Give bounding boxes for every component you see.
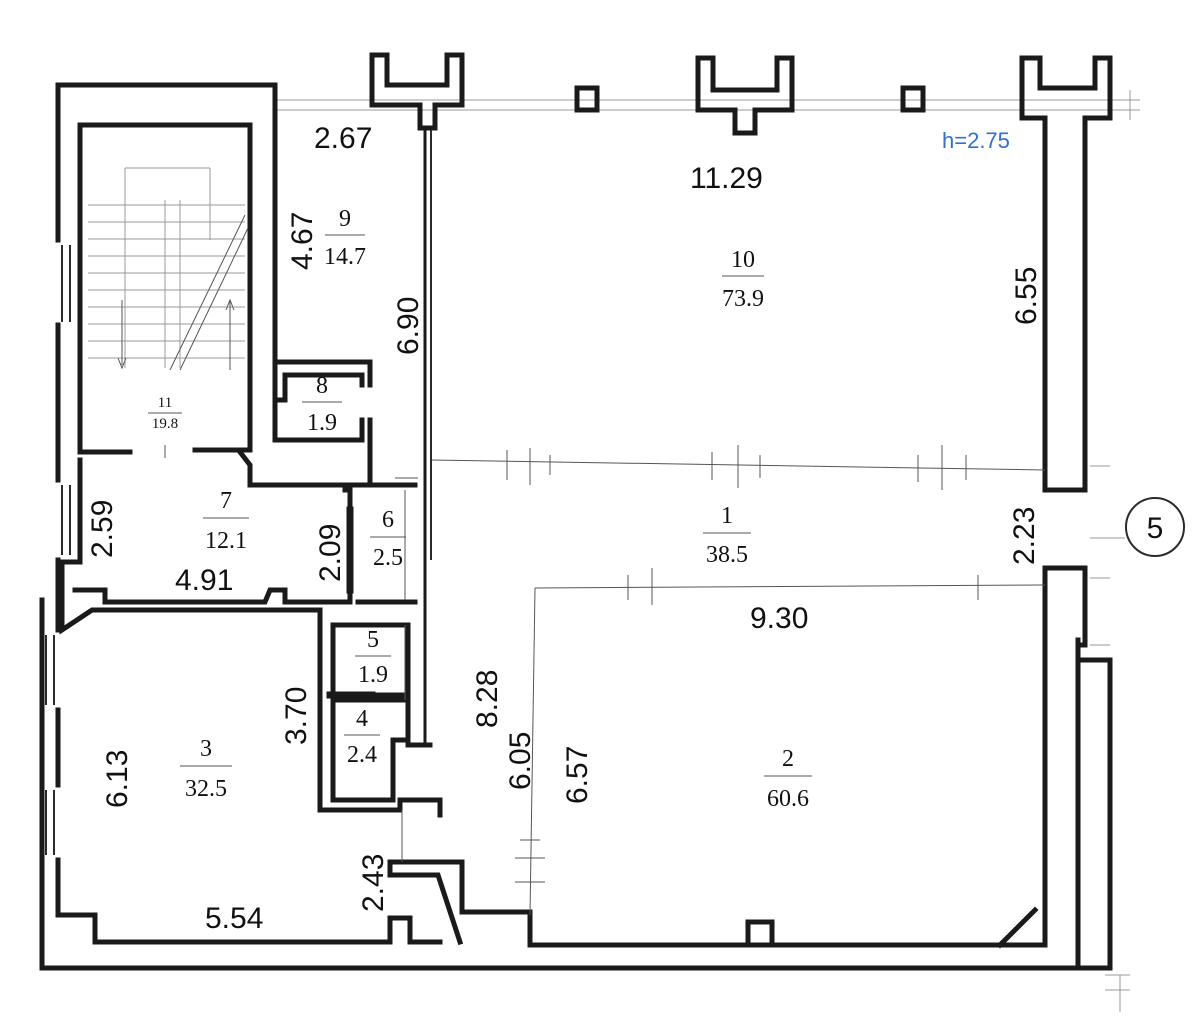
dim-label: 2.43 <box>357 854 390 912</box>
dim-label: 11.29 <box>690 162 763 195</box>
svg-text:1.9: 1.9 <box>358 662 388 688</box>
axis-marker: 5 <box>1125 497 1185 557</box>
svg-text:1: 1 <box>721 503 733 529</box>
room-10-label: 10 73.9 <box>722 247 764 312</box>
svg-text:11: 11 <box>158 395 172 411</box>
room-labels: 10 73.9 9 14.7 8 1.9 11 19.8 7 12.1 6 2.… <box>148 206 812 812</box>
svg-text:14.7: 14.7 <box>324 244 366 270</box>
svg-text:5: 5 <box>367 627 379 653</box>
dim-label: 4.91 <box>175 564 233 597</box>
svg-text:7: 7 <box>220 488 232 514</box>
svg-text:19.8: 19.8 <box>152 416 178 432</box>
dim-label: 2.23 <box>1008 507 1041 565</box>
dim-label: 6.90 <box>392 297 425 355</box>
dim-label: 6.13 <box>101 750 134 808</box>
svg-text:2.4: 2.4 <box>347 742 377 768</box>
dim-label: 5.54 <box>205 902 263 935</box>
svg-text:6: 6 <box>382 507 394 533</box>
svg-text:9: 9 <box>339 206 351 232</box>
svg-text:8: 8 <box>316 373 328 399</box>
room-11-label: 11 19.8 <box>148 395 182 432</box>
dim-label: 2.59 <box>86 500 119 558</box>
svg-text:38.5: 38.5 <box>706 542 748 568</box>
room-8-label: 8 1.9 <box>302 373 342 436</box>
dim-label: 4.67 <box>286 212 319 270</box>
svg-text:1.9: 1.9 <box>307 410 337 436</box>
svg-text:2.5: 2.5 <box>373 545 403 571</box>
interior-walls <box>59 122 533 948</box>
svg-text:12.1: 12.1 <box>205 528 247 554</box>
svg-text:5: 5 <box>1147 512 1164 545</box>
dim-label: 6.55 <box>1010 267 1043 325</box>
svg-text:73.9: 73.9 <box>722 286 764 312</box>
left-windows <box>45 245 71 855</box>
dim-label: 8.28 <box>471 670 504 728</box>
svg-text:3: 3 <box>200 736 212 762</box>
dim-label: 6.57 <box>561 746 594 804</box>
room-9-label: 9 14.7 <box>324 206 366 270</box>
room-6-label: 6 2.5 <box>370 507 406 571</box>
ceiling-height-label: h=2.75 <box>942 128 1010 153</box>
dim-label: 6.05 <box>504 732 537 790</box>
room-7-label: 7 12.1 <box>203 488 249 554</box>
dim-label: 9.30 <box>750 602 808 635</box>
room-1-label: 1 38.5 <box>703 503 751 568</box>
svg-text:4: 4 <box>356 706 368 732</box>
room-3-label: 3 32.5 <box>180 736 232 802</box>
dimension-lines <box>164 445 1046 916</box>
room-4-label: 4 2.4 <box>344 706 380 768</box>
dim-label: 3.70 <box>280 687 313 745</box>
dim-label: 2.09 <box>314 524 347 582</box>
room-2-label: 2 60.6 <box>764 746 812 812</box>
dimension-labels: 2.67 11.29 4.67 6.90 6.55 2.59 4.91 2.09… <box>86 122 1043 935</box>
outer-walls <box>39 52 1113 971</box>
staircase <box>88 167 249 371</box>
svg-text:60.6: 60.6 <box>767 786 809 812</box>
svg-text:2: 2 <box>782 746 794 772</box>
svg-text:32.5: 32.5 <box>185 776 227 802</box>
svg-text:10: 10 <box>731 247 755 273</box>
room-5-label: 5 1.9 <box>355 627 391 688</box>
dim-label: 2.67 <box>314 122 372 155</box>
